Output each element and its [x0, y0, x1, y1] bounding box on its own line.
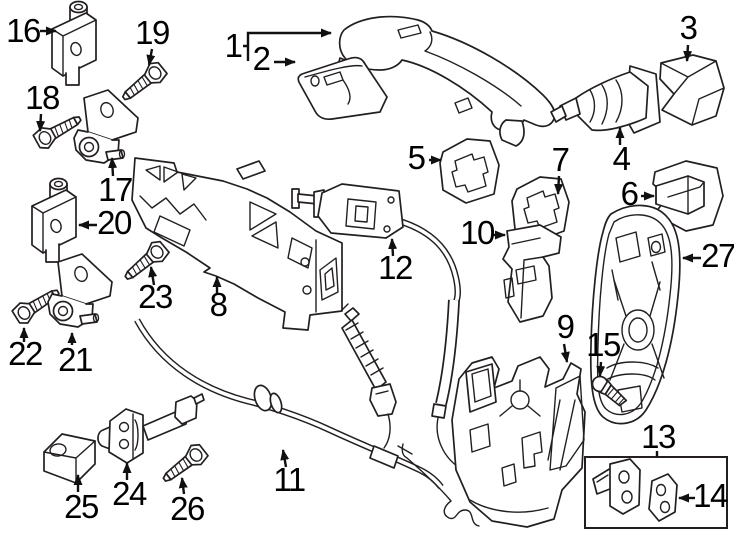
callout-6[interactable]: 6	[621, 175, 640, 212]
part-6-cover-cap	[652, 160, 724, 232]
callout-8[interactable]: 8	[210, 286, 229, 323]
callout-18[interactable]: 18	[25, 79, 60, 116]
callout-11[interactable]: 11	[273, 461, 306, 498]
part-10-bracket	[502, 224, 562, 323]
callout-23[interactable]: 23	[138, 278, 173, 315]
part-16-hinge	[51, 0, 97, 86]
callout-22[interactable]: 22	[8, 335, 43, 372]
part-5-gasket	[439, 138, 500, 204]
callout-17[interactable]: 17	[98, 171, 133, 208]
callout-10[interactable]: 10	[460, 214, 496, 251]
callout-12[interactable]: 12	[378, 249, 413, 286]
callout-labels: 1 2 3 4 5 6 7 8 9 10 11 12 13 14 15 16 1…	[6, 9, 734, 527]
callout-16[interactable]: 16	[6, 12, 41, 49]
part-19-bolt	[116, 58, 170, 108]
callout-4[interactable]: 4	[613, 140, 633, 177]
callout-7[interactable]: 7	[552, 141, 571, 178]
callout-25[interactable]: 25	[64, 488, 99, 525]
part-26-bolt	[157, 440, 211, 489]
callout-1[interactable]: 1	[225, 27, 244, 64]
part-20-hinge	[31, 177, 77, 263]
callout-26[interactable]: 26	[170, 490, 205, 527]
part-4-lock-cylinder	[550, 65, 661, 134]
part-27-shield-panel	[589, 204, 681, 425]
callout-24[interactable]: 24	[112, 475, 148, 512]
callout-2[interactable]: 2	[253, 40, 272, 77]
callout-27[interactable]: 27	[701, 237, 734, 274]
part-12-cable-actuator	[291, 183, 461, 469]
part-24-door-check	[97, 393, 205, 464]
callout-arrows	[19, 31, 701, 503]
callout-9[interactable]: 9	[557, 308, 576, 345]
callout-3[interactable]: 3	[680, 9, 699, 46]
part-17-hinge-bracket	[73, 89, 139, 164]
part-3-cover-cap	[659, 54, 725, 126]
part-8-handle-reinforcement	[131, 157, 343, 331]
part-9-door-lock-latch	[397, 356, 586, 528]
callout-21[interactable]: 21	[58, 341, 93, 378]
callout-14[interactable]: 14	[693, 477, 729, 514]
callout-19[interactable]: 19	[135, 14, 170, 51]
callout-20[interactable]: 20	[97, 204, 133, 241]
callout-13[interactable]: 13	[641, 418, 676, 455]
callout-5[interactable]: 5	[408, 139, 427, 176]
part-13-striker-set	[584, 456, 728, 529]
part-2-handle-gasket	[297, 56, 388, 121]
part-14-striker-shim	[648, 473, 678, 522]
part-25-bracket	[43, 433, 96, 484]
callout-15[interactable]: 15	[586, 326, 621, 363]
